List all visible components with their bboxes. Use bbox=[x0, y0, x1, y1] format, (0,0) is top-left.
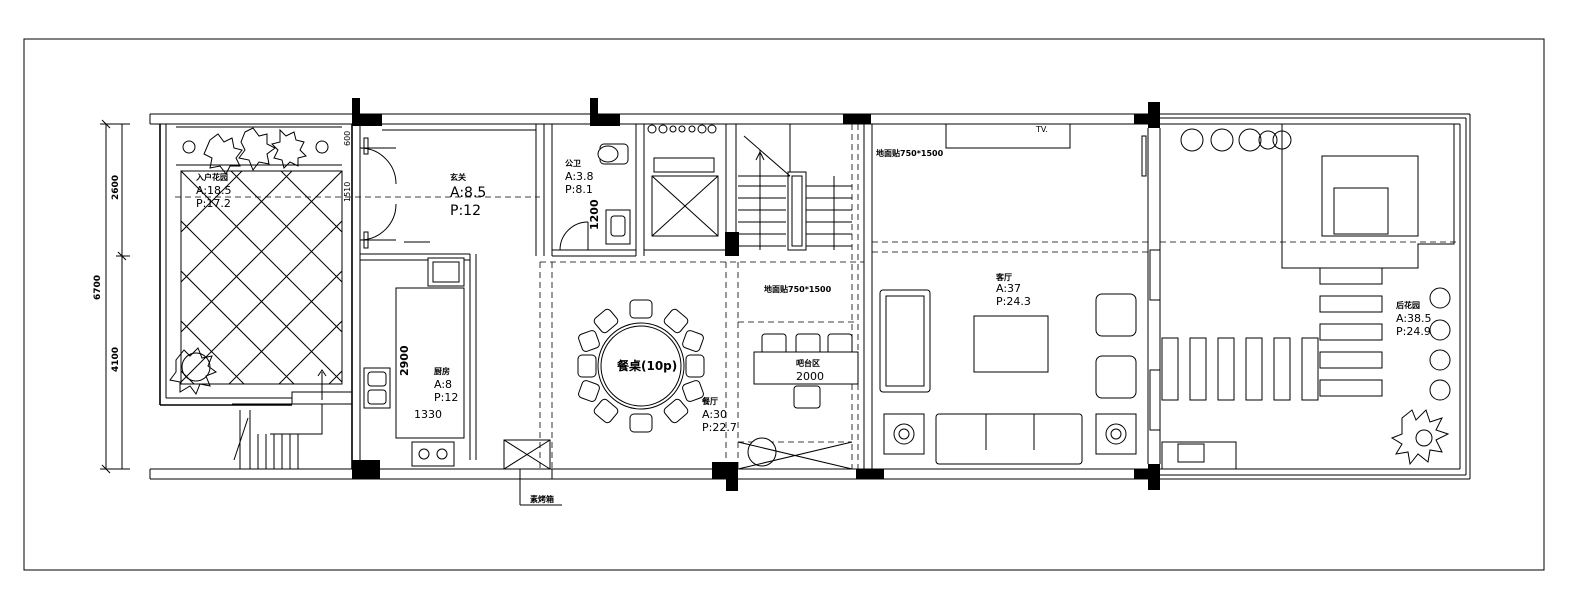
side-table-lamp-icon bbox=[1095, 413, 1137, 455]
dim-kitchen-width: 1330 bbox=[414, 408, 442, 421]
staircase bbox=[738, 124, 852, 251]
entrance-stairs bbox=[232, 369, 353, 469]
dim-upper: 2600 bbox=[111, 175, 121, 200]
living-name: 客厅 bbox=[995, 272, 1012, 282]
tree-icon bbox=[1180, 128, 1451, 401]
foyer: 1510 600 玄关 A:8.5 P:12 bbox=[343, 123, 536, 249]
lower-note: 素烤箱 bbox=[530, 494, 554, 504]
shaft-box: 素烤箱 bbox=[503, 439, 562, 506]
rear-garden-name: 后花园 bbox=[1396, 300, 1420, 310]
sofa-icon bbox=[935, 413, 1083, 465]
entry-garden-area: A:18.5 bbox=[196, 184, 232, 197]
living-area: A:37 bbox=[996, 282, 1021, 295]
rear-garden-area: A:38.5 bbox=[1396, 312, 1432, 325]
dining-area-value: A:30 bbox=[702, 408, 727, 421]
floor-tile-label-bar: 地面贴750*1500 bbox=[764, 284, 832, 294]
foyer-name: 玄关 bbox=[450, 172, 466, 182]
kitchen-name: 厨房 bbox=[434, 366, 450, 376]
dim-kitchen-height: 2900 bbox=[398, 345, 411, 376]
dining-perimeter: P:22.7 bbox=[702, 421, 737, 434]
bathroom-name: 公卫 bbox=[565, 159, 581, 168]
side-table-lamp-icon bbox=[883, 413, 925, 455]
bathroom-perimeter: P:8.1 bbox=[565, 183, 593, 196]
bathroom-area: A:3.8 bbox=[565, 170, 594, 183]
dim-foyer-side: 1510 bbox=[343, 182, 352, 202]
sofa-icon bbox=[879, 289, 931, 393]
interior-walls bbox=[159, 124, 1161, 479]
dim-total-height: 6700 bbox=[93, 275, 103, 300]
structural-columns bbox=[352, 98, 1160, 491]
entry-garden-name: 入户花园 bbox=[195, 172, 228, 182]
armchair-icon bbox=[1095, 293, 1137, 337]
entry-garden: 入户花园 A:18.5 P:17.2 bbox=[169, 126, 343, 396]
kitchen-area: A:8 bbox=[434, 378, 452, 391]
floor-tile-label-living: 地面贴750*1500 bbox=[876, 148, 944, 158]
plant-icon bbox=[169, 347, 218, 396]
dim-lower: 4100 bbox=[111, 347, 121, 372]
kitchen: 2900 1330 厨房 A:8 P:12 bbox=[363, 257, 465, 467]
diagonal-tile-pattern bbox=[181, 171, 342, 384]
kitchen-perimeter: P:12 bbox=[434, 391, 458, 404]
plant-icon bbox=[1390, 409, 1450, 466]
drawing-frame bbox=[23, 38, 1545, 571]
rear-garden: 后花园 A:38.5 P:24.9 bbox=[1161, 123, 1455, 470]
left-dimensions: 6700 2600 4100 bbox=[93, 119, 130, 474]
living-room: TV. 地面贴750*1500 客厅 A:37 P:24.3 bbox=[876, 123, 1137, 465]
coffee-table bbox=[973, 315, 1049, 373]
bathroom: 1200 公卫 A:3.8 P:8.1 bbox=[559, 143, 631, 251]
dining-name: 餐厅 bbox=[701, 396, 718, 406]
bar-area: 吧台区 2000 地面贴750*1500 bbox=[737, 284, 859, 470]
foyer-area: A:8.5 bbox=[450, 185, 486, 201]
living-perimeter: P:24.3 bbox=[996, 295, 1031, 308]
zone-dashed-lines bbox=[175, 124, 1460, 469]
dim-bath-width: 1200 bbox=[588, 199, 601, 230]
entry-garden-perimeter: P:17.2 bbox=[196, 197, 231, 210]
dining-chair-icon bbox=[577, 299, 705, 433]
sliding-doors bbox=[1141, 135, 1161, 431]
dining-area: 餐桌(10p) 餐厅 A:30 P:22.7 bbox=[577, 299, 737, 434]
armchair-icon bbox=[1095, 355, 1137, 399]
rear-garden-perimeter: P:24.9 bbox=[1396, 325, 1431, 338]
foyer-perimeter: P:12 bbox=[450, 203, 481, 219]
elevator-shaft bbox=[647, 124, 719, 237]
outer-walls bbox=[149, 113, 1471, 480]
plant-icon bbox=[176, 126, 342, 175]
dim-foyer-top: 600 bbox=[343, 131, 352, 146]
dining-table-label: 餐桌(10p) bbox=[617, 358, 677, 373]
dim-bar-width: 2000 bbox=[796, 370, 824, 383]
tv-label: TV. bbox=[1035, 125, 1048, 134]
bar-name: 吧台区 bbox=[796, 358, 820, 368]
